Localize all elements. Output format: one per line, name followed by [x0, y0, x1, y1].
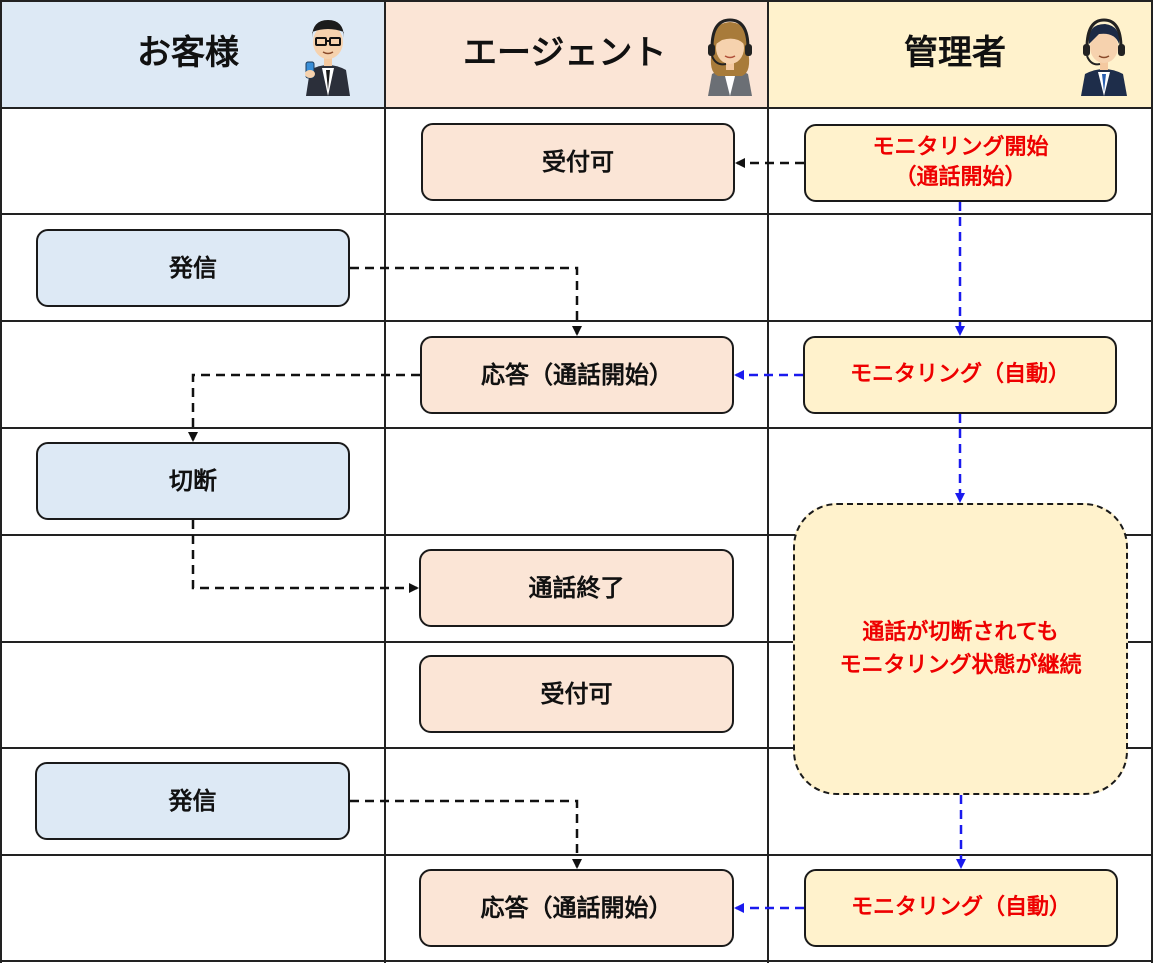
lane-title-manager: 管理者 — [904, 33, 1006, 73]
lane-header-agent — [386, 1, 767, 107]
note-line-2: モニタリング状態が継続 — [839, 653, 1082, 678]
agent-available-box-1: 受付可 — [421, 123, 735, 201]
customer-call-box-2: 発信 — [35, 762, 350, 840]
male-operator-headset-icon — [1081, 18, 1127, 96]
grid-col-line — [767, 0, 769, 963]
grid-row-line — [0, 960, 1153, 962]
arrow-hangup-to-call-end — [191, 520, 419, 593]
agent-answer-box-2: 応答（通話開始） — [419, 869, 734, 947]
customer-hangup-box: 切断 — [36, 442, 350, 520]
manager-monitor-auto-box-1: モニタリング（自動） — [803, 336, 1117, 414]
grid-row-line — [0, 320, 1153, 322]
manager-monitor-auto-box-2: モニタリング（自動） — [804, 869, 1118, 947]
grid-row-line — [0, 0, 1153, 2]
grid-row-line — [0, 747, 1153, 749]
grid-row-line — [0, 641, 1153, 643]
monitor-start-line-1: モニタリング開始 — [872, 135, 1049, 161]
grid-row-line — [0, 534, 1153, 536]
female-operator-headset-icon — [708, 18, 752, 96]
monitor-start-line-2: （通話開始） — [894, 165, 1027, 190]
monitoring-continues-note: 通話が切断されても モニタリング状態が継続 — [793, 503, 1128, 795]
agent-answer-box-1: 応答（通話開始） — [420, 336, 734, 414]
lane-title-customer: お客様 — [137, 33, 239, 73]
arrow-call-2-to-answer-2 — [350, 799, 582, 869]
agent-call-end-box: 通話終了 — [419, 549, 734, 627]
note-line-1: 通話が切断されても — [862, 620, 1059, 645]
arrow-call-1-to-answer-1 — [350, 266, 582, 336]
grid-row-line — [0, 427, 1153, 429]
arrow-answer-1-to-hangup — [188, 373, 420, 442]
agent-available-box-2: 受付可 — [419, 655, 734, 733]
grid-col-line — [1151, 0, 1153, 963]
grid-row-line — [0, 107, 1153, 109]
lane-title-agent: エージェント — [463, 33, 667, 73]
grid-col-line — [0, 0, 2, 963]
grid-col-line — [384, 0, 386, 963]
manager-monitor-start-box: モニタリング開始 （通話開始） — [804, 124, 1117, 202]
grid-row-line — [0, 213, 1153, 215]
businessman-with-phone-icon — [305, 20, 350, 96]
customer-call-box-1: 発信 — [36, 229, 350, 307]
grid-row-line — [0, 854, 1153, 856]
